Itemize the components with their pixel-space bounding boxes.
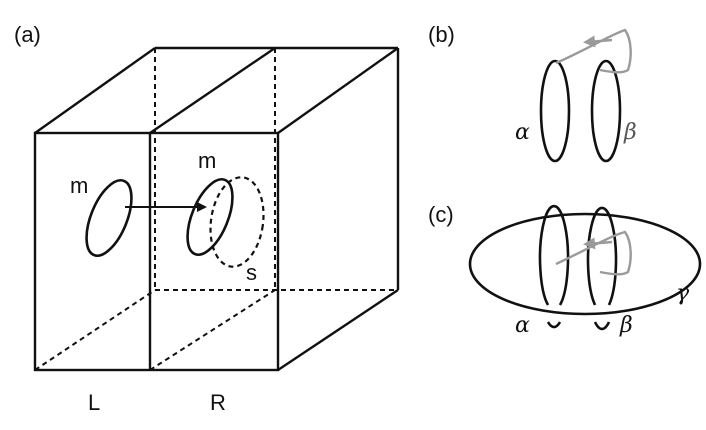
loop-s — [209, 176, 265, 268]
loop-m-right — [186, 178, 234, 256]
box-hidden-edges — [34, 48, 398, 371]
loop-beta-b-label: β — [623, 120, 637, 145]
loop-beta-c-label: β — [619, 313, 633, 338]
panel-b-label: (b) — [428, 22, 455, 47]
loop-s-label: s — [246, 260, 257, 285]
loop-beta-c — [586, 206, 618, 306]
region-right-label: R — [210, 390, 226, 415]
loop-alpha-b — [539, 59, 571, 163]
loop-alpha-c — [538, 204, 570, 306]
gray-transport-path-b — [555, 28, 632, 74]
panel-b: (b) α β — [428, 22, 637, 163]
loop-m-left-label: m — [70, 173, 88, 198]
box-edges — [33, 46, 400, 372]
region-left-label: L — [88, 390, 100, 415]
loop-gamma — [468, 212, 702, 316]
loop-beta-b — [590, 59, 622, 163]
panel-a: (a) m m — [14, 22, 400, 415]
loop-m-left — [85, 179, 133, 257]
loop-alpha-b-label: α — [515, 120, 530, 145]
gray-arrow-b — [583, 35, 613, 48]
panel-c-label: (c) — [428, 202, 454, 227]
panel-a-label: (a) — [14, 22, 41, 47]
gray-arrow-c — [583, 237, 613, 250]
loop-m-right-label: m — [198, 148, 216, 173]
loop-gamma-label: γ — [676, 281, 690, 306]
loop-alpha-c-label: α — [515, 313, 530, 338]
panel-c: (c) α β γ — [428, 202, 702, 338]
